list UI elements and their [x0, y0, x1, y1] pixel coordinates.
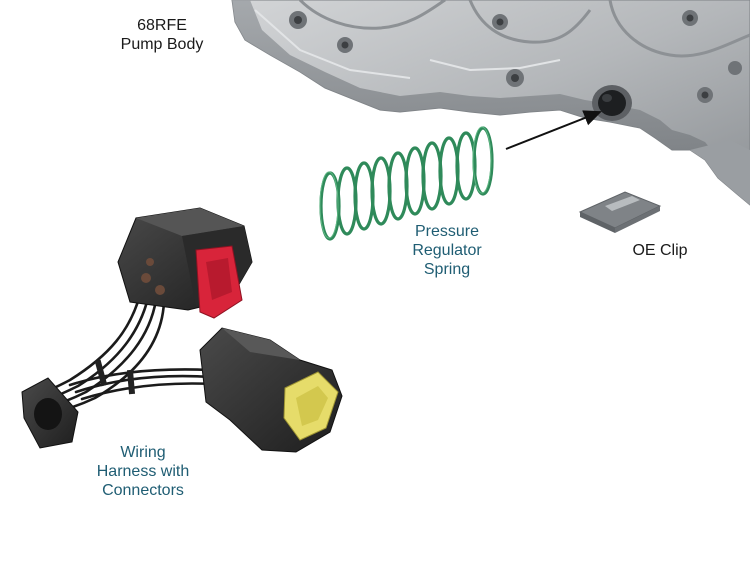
harness-label-line-1: Wiring	[120, 444, 166, 461]
pointer-arrow	[505, 110, 602, 150]
spring-label-line-3: Spring	[423, 261, 471, 278]
oe-clip-label: OE Clip	[620, 241, 700, 260]
pump-body-label-line-1: 68RFE	[137, 17, 187, 34]
wiring-harness-image	[21, 207, 343, 453]
harness-label-line-3: Connectors	[102, 482, 184, 499]
harness-label: Wiring Harness with Connectors	[88, 443, 198, 500]
pump-body-label-line-2: Pump Body	[120, 36, 204, 53]
pressure-spring-image	[319, 126, 494, 241]
spring-label-line-2: Regulator	[412, 242, 482, 259]
spring-label-line-1: Pressure	[414, 223, 480, 240]
pump-body-image	[231, 0, 750, 206]
pump-body-label: 68RFE Pump Body	[112, 16, 212, 54]
oe-clip-image	[578, 191, 662, 233]
harness-label-line-2: Harness with	[96, 463, 190, 480]
spring-label: Pressure Regulator Spring	[397, 222, 497, 279]
oe-clip-label-line-1: OE Clip	[632, 242, 688, 259]
